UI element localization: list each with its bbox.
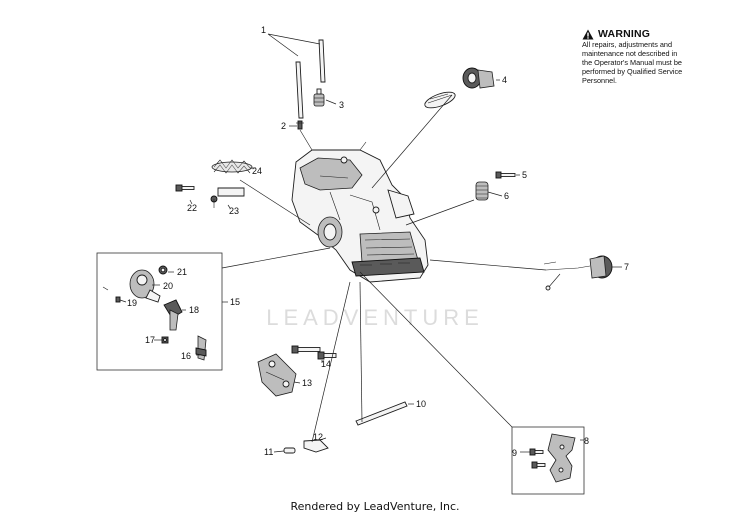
warning-note: WARNING All repairs, adjustments and mai…: [582, 28, 707, 85]
part-7-fuel-cap[interactable]: [543, 255, 613, 291]
callout-12[interactable]: 12: [313, 432, 323, 442]
callout-8[interactable]: 8: [584, 436, 589, 446]
part-23-plate[interactable]: [210, 187, 245, 208]
callout-22[interactable]: 22: [187, 203, 197, 213]
callout-7[interactable]: 7: [624, 262, 629, 272]
callout-15[interactable]: 15: [230, 297, 240, 307]
part-18-pump-housing[interactable]: [163, 299, 183, 331]
warning-line-3: the Operator's Manual must be: [582, 58, 682, 67]
part-10-rod[interactable]: [355, 401, 408, 426]
warning-line-4: performed by Qualified Service: [582, 67, 683, 76]
part-2-screw[interactable]: [296, 120, 304, 130]
part-19-screw[interactable]: [102, 286, 121, 303]
crankcase-body[interactable]: [291, 129, 429, 283]
callout-6[interactable]: 6: [504, 191, 509, 201]
part-20-cover[interactable]: [129, 269, 161, 303]
part-5-bolt[interactable]: [495, 171, 516, 179]
callout-labels: 1 2 3 4 5 6 7 8 9 10 11 12 13 14 15 16 1…: [127, 25, 629, 458]
callout-13[interactable]: 13: [302, 378, 312, 388]
part-17-fastener[interactable]: [161, 336, 169, 344]
callout-24[interactable]: 24: [252, 166, 262, 176]
footer-credit: Rendered by LeadVenture, Inc.: [290, 500, 460, 513]
callout-10[interactable]: 10: [416, 399, 426, 409]
callout-18[interactable]: 18: [189, 305, 199, 315]
callout-14[interactable]: 14: [321, 359, 331, 369]
callout-20[interactable]: 20: [163, 281, 173, 291]
leader-lines: [119, 33, 622, 453]
callout-5[interactable]: 5: [522, 170, 527, 180]
callout-9[interactable]: 9: [512, 448, 517, 458]
part-22-bolt[interactable]: [175, 184, 195, 192]
callout-1[interactable]: 1: [261, 25, 266, 35]
callout-2[interactable]: 2: [281, 121, 286, 131]
callout-16[interactable]: 16: [181, 351, 191, 361]
part-14-bolts[interactable]: [291, 345, 337, 360]
warning-triangle-icon: [582, 29, 594, 39]
part-6-spring[interactable]: [475, 181, 489, 201]
part-13-plate[interactable]: [257, 353, 297, 397]
part-24-spring[interactable]: [211, 159, 253, 174]
part-9-screws[interactable]: [529, 448, 546, 469]
group-box-8: [511, 426, 585, 495]
warning-line-5: Personnel.: [582, 76, 617, 85]
warning-line-2: maintenance not described in: [582, 49, 678, 58]
group-box-15: [96, 252, 223, 371]
part-11-pin[interactable]: [283, 447, 296, 454]
callout-19[interactable]: 19: [127, 298, 137, 308]
part-1-guide-bars[interactable]: [295, 39, 326, 119]
warning-line-1: All repairs, adjustments and: [582, 40, 673, 49]
callout-3[interactable]: 3: [339, 100, 344, 110]
part-3-fuel-filter[interactable]: [313, 88, 325, 107]
warning-title: WARNING: [598, 28, 651, 40]
part-4-oil-cap[interactable]: [423, 67, 495, 111]
callout-17[interactable]: 17: [145, 335, 155, 345]
part-16-nozzle[interactable]: [195, 335, 207, 361]
callout-23[interactable]: 23: [229, 206, 239, 216]
part-12-clip[interactable]: [303, 439, 329, 453]
callout-11[interactable]: 11: [264, 447, 273, 457]
warning-heading: WARNING: [582, 28, 707, 40]
part-21-ring[interactable]: [158, 265, 168, 275]
callout-21[interactable]: 21: [177, 267, 187, 277]
callout-4[interactable]: 4: [502, 75, 507, 85]
part-8-bracket[interactable]: [547, 433, 576, 483]
